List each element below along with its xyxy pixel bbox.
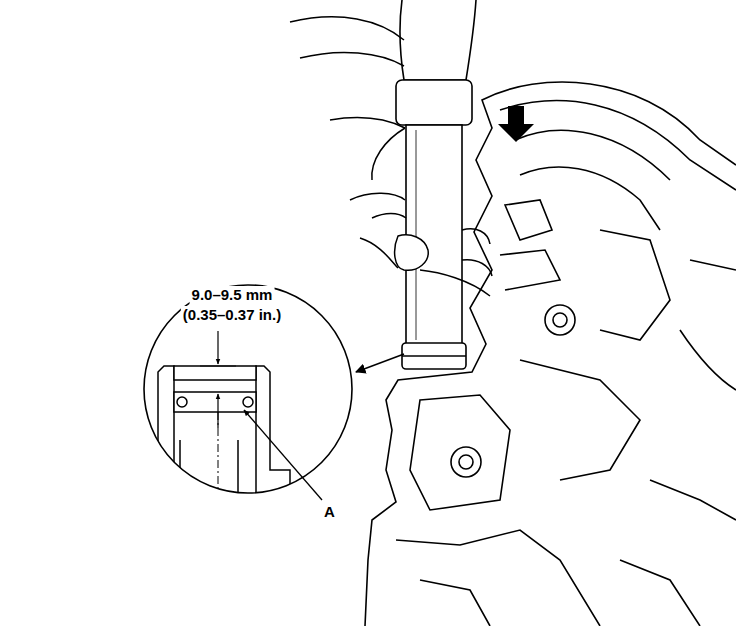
transmission-housing-part bbox=[500, 250, 560, 290]
transmission-housing-part bbox=[553, 313, 567, 327]
seal-driver-tool-part bbox=[400, 0, 476, 80]
transmission-housing-part bbox=[420, 580, 490, 626]
detail-inset-part bbox=[237, 440, 239, 500]
hands-part bbox=[360, 238, 398, 268]
transmission-housing-part bbox=[690, 260, 736, 270]
detail-inset bbox=[144, 285, 352, 500]
callout-arrow bbox=[356, 354, 404, 372]
hands-part bbox=[300, 52, 404, 66]
seal-driver-tool-part bbox=[396, 80, 472, 125]
transmission-housing-part bbox=[500, 101, 736, 190]
transmission-housing-part bbox=[505, 200, 552, 240]
dimension-text: 9.0–9.5 mm bbox=[190, 286, 275, 304]
seal-driver-tool-part bbox=[402, 343, 466, 369]
detail-inset-part bbox=[174, 392, 256, 412]
transmission-housing-part bbox=[680, 330, 736, 390]
hands-part bbox=[462, 229, 490, 244]
transmission-housing-part bbox=[520, 360, 640, 480]
callout-arrow-part bbox=[356, 354, 404, 372]
hands-part bbox=[372, 128, 405, 180]
hands-part bbox=[372, 214, 406, 219]
transmission-housing-part bbox=[396, 530, 600, 626]
detail-inset-part bbox=[144, 285, 352, 493]
transmission-housing-part bbox=[600, 230, 670, 340]
detail-inset-part bbox=[256, 366, 290, 500]
seal-driver-tool-part bbox=[402, 355, 466, 357]
seal-driver-tool bbox=[396, 0, 476, 369]
transmission-housing-part bbox=[451, 447, 481, 477]
detail-inset-part bbox=[177, 397, 187, 407]
detail-inset-part bbox=[217, 331, 218, 364]
bold-direction-arrow bbox=[498, 106, 534, 142]
transmission-housing-part bbox=[620, 560, 700, 626]
detail-inset-part bbox=[174, 366, 256, 380]
hands-part bbox=[330, 118, 405, 128]
transmission-housing-part bbox=[520, 167, 660, 230]
detail-inset-part bbox=[200, 366, 236, 367]
transmission-housing-part bbox=[459, 455, 473, 469]
part-label: A bbox=[322, 503, 337, 521]
hands-part bbox=[290, 17, 404, 40]
hands-part bbox=[462, 260, 492, 276]
hands-part bbox=[420, 270, 490, 296]
detail-inset-part bbox=[158, 366, 174, 500]
hands bbox=[290, 17, 492, 296]
detail-inset-part bbox=[217, 394, 218, 428]
transmission-housing-part bbox=[410, 395, 510, 510]
detail-inset-part bbox=[244, 410, 322, 500]
transmission-housing-part bbox=[545, 305, 575, 335]
hands-part bbox=[350, 193, 405, 200]
hands-part bbox=[395, 235, 429, 270]
transmission-housing bbox=[365, 82, 736, 626]
detail-inset-part bbox=[179, 440, 181, 500]
bold-direction-arrow-part bbox=[498, 106, 534, 142]
transmission-housing-part bbox=[365, 82, 736, 626]
dimension-text: (0.35–0.37 in.) bbox=[181, 306, 283, 324]
seal-driver-tool-part bbox=[416, 130, 417, 340]
transmission-housing-part bbox=[650, 480, 736, 520]
detail-inset-part bbox=[243, 397, 253, 407]
